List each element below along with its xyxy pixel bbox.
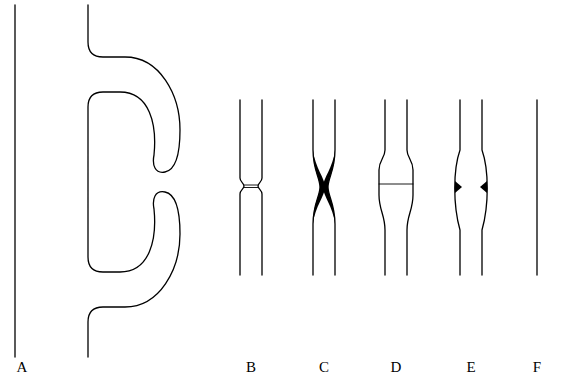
diaphragm-line [379, 184, 413, 185]
membrane-left [379, 100, 385, 275]
membrane-right [407, 100, 413, 275]
membrane-left [240, 100, 244, 275]
flat-membrane [14, 5, 15, 357]
pore-rim-left [455, 181, 462, 193]
stage-label: F [533, 360, 541, 375]
stage-label: D [391, 360, 402, 375]
stage-label: A [17, 360, 28, 375]
fusion-bar [320, 183, 328, 191]
membrane [536, 100, 537, 275]
contact-line [244, 185, 258, 188]
folded-membrane [88, 5, 180, 357]
membrane-left [313, 100, 320, 275]
membrane-right [328, 100, 335, 275]
pore-rim-right [480, 181, 487, 193]
stage-label: E [466, 360, 475, 375]
stage-label: C [319, 360, 329, 375]
stage-label: B [246, 360, 256, 375]
membrane-right [258, 100, 262, 275]
